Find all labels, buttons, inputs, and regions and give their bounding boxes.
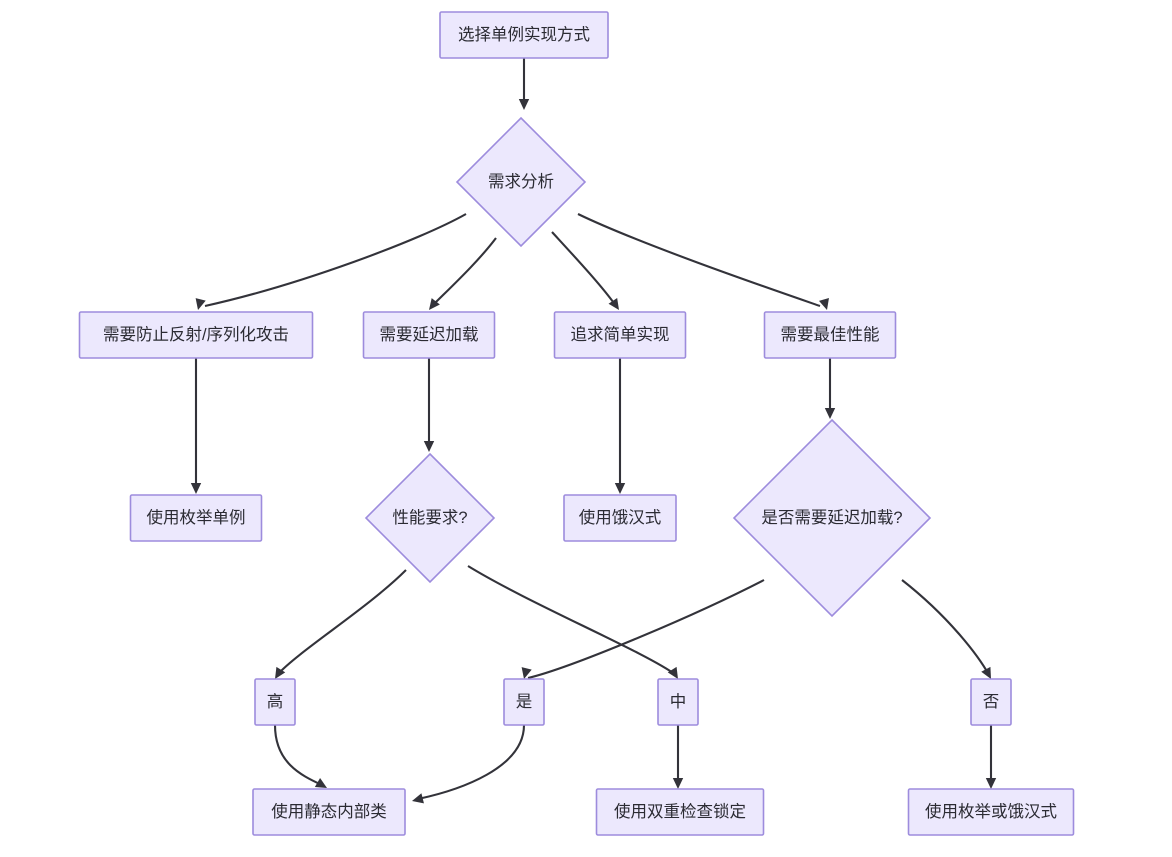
arrowhead — [667, 666, 678, 679]
node-label: 需要最佳性能 — [781, 325, 880, 344]
process-shape — [970, 678, 1012, 726]
node-label: 是否需要延迟加载? — [761, 508, 902, 527]
edge-n2-to-n5 — [551, 231, 619, 310]
node-label: 使用饿汉式 — [579, 508, 662, 527]
arrowhead — [429, 298, 440, 310]
node-n13[interactable]: 中 — [657, 678, 699, 726]
node-label: 中 — [670, 692, 687, 711]
node-label: 需求分析 — [488, 172, 554, 191]
node-n7[interactable]: 使用枚举单例 — [129, 494, 263, 542]
node-n9[interactable]: 使用饿汉式 — [563, 494, 677, 542]
process-shape — [78, 311, 314, 359]
edge-n10-to-n12 — [521, 579, 765, 680]
node-label: 需要延迟加载 — [380, 325, 479, 344]
arrowhead — [824, 408, 836, 419]
process-shape — [657, 678, 699, 726]
node-n2[interactable]: 需求分析 — [455, 116, 587, 248]
edge-n8-to-n13 — [467, 565, 678, 679]
edge-n6-to-n10 — [824, 358, 836, 419]
edge-n8-to-n11 — [275, 569, 407, 679]
node-n10[interactable]: 是否需要延迟加载? — [732, 418, 932, 618]
process-shape — [763, 311, 897, 359]
node-n14[interactable]: 否 — [970, 678, 1012, 726]
arrowhead — [423, 441, 435, 452]
arrowhead — [521, 667, 532, 679]
node-label: 需要防止反射/序列化攻击 — [103, 325, 289, 344]
arrowhead — [985, 778, 997, 789]
node-label: 选择单例实现方式 — [458, 25, 590, 44]
arrowhead — [190, 483, 202, 494]
arrowhead — [195, 298, 206, 310]
process-shape — [254, 678, 296, 726]
process-shape — [595, 788, 765, 836]
node-label: 性能要求? — [392, 508, 467, 527]
arrowhead — [314, 777, 327, 788]
node-n17[interactable]: 使用枚举或饿汉式 — [907, 788, 1075, 836]
node-label: 使用枚举或饿汉式 — [925, 802, 1057, 821]
node-n4[interactable]: 需要延迟加载 — [362, 311, 496, 359]
process-shape — [553, 311, 687, 359]
node-n1[interactable]: 选择单例实现方式 — [439, 11, 609, 59]
node-label: 高 — [267, 692, 284, 711]
node-label: 否 — [983, 693, 1000, 711]
decision-shape — [732, 418, 932, 618]
edge-n2-to-n4 — [429, 237, 497, 310]
edge-n5-to-n9 — [614, 358, 626, 494]
node-label: 使用静态内部类 — [271, 802, 387, 821]
process-shape — [563, 494, 677, 542]
node-n5[interactable]: 追求简单实现 — [553, 311, 687, 359]
process-shape — [129, 494, 263, 542]
edges-layer — [190, 58, 997, 804]
arrowhead — [608, 297, 619, 310]
node-label: 使用双重检查锁定 — [614, 802, 746, 821]
arrowhead — [518, 99, 530, 110]
arrowhead — [818, 297, 829, 310]
node-n8[interactable]: 性能要求? — [364, 452, 496, 584]
decision-shape — [455, 116, 587, 248]
node-n3[interactable]: 需要防止反射/序列化攻击 — [78, 311, 314, 359]
node-n11[interactable]: 高 — [254, 678, 296, 726]
node-n6[interactable]: 需要最佳性能 — [763, 311, 897, 359]
arrowhead — [981, 666, 991, 679]
node-n15[interactable]: 使用静态内部类 — [252, 788, 406, 836]
node-label: 是 — [516, 693, 533, 711]
process-shape — [362, 311, 496, 359]
arrowhead — [275, 666, 286, 679]
edge-n11-to-n15 — [273, 724, 327, 788]
edge-n1-to-n2 — [518, 58, 530, 110]
decision-shape — [364, 452, 496, 584]
edge-n12-to-n15 — [412, 724, 526, 804]
edge-n2-to-n3 — [195, 213, 467, 310]
arrowhead — [672, 778, 684, 789]
process-shape — [907, 788, 1075, 836]
edge-n2-to-n6 — [577, 213, 829, 310]
edge-n3-to-n7 — [190, 358, 202, 494]
process-shape — [252, 788, 406, 836]
node-label: 使用枚举单例 — [147, 508, 246, 527]
edge-n14-to-n17 — [985, 725, 997, 789]
edge-n4-to-n8 — [423, 358, 435, 452]
arrowhead — [412, 793, 424, 804]
process-shape — [503, 678, 545, 726]
node-label: 追求简单实现 — [571, 325, 670, 344]
edge-n10-to-n14 — [901, 579, 991, 679]
node-n16[interactable]: 使用双重检查锁定 — [595, 788, 765, 836]
node-n12[interactable]: 是 — [503, 678, 545, 726]
arrowhead — [614, 483, 626, 494]
process-shape — [439, 11, 609, 59]
edge-n13-to-n16 — [672, 725, 684, 789]
